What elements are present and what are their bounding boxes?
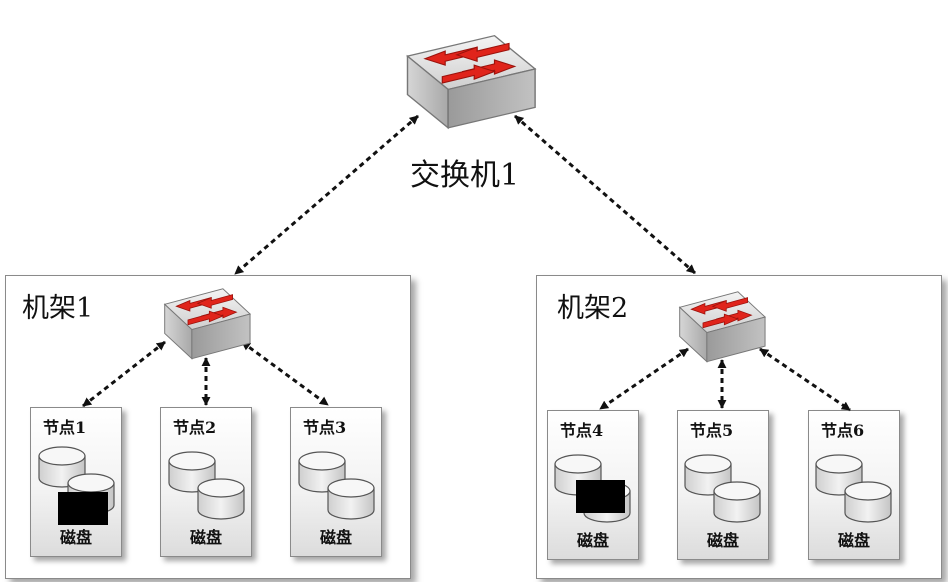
node-3-label: 节点3 [303,418,347,437]
node-2-disk-label: 磁盘 [189,528,222,547]
node-5-disk-icon [684,454,761,523]
network-links [82,114,851,412]
node-4-redaction [576,480,625,513]
link-rack2-node4 [599,347,689,411]
rack-2-switch-icon [679,291,766,363]
rack-1-switch-icon [164,288,251,360]
link-rack1-node3 [241,340,329,407]
node-1-label: 节点1 [43,418,87,437]
node-4-label: 节点4 [560,421,604,440]
node-5-label: 节点5 [690,421,734,440]
link-rack1-node1 [82,340,166,408]
node-6-label: 节点6 [821,421,865,440]
core-switch-icon [406,34,536,129]
node-1-redaction [58,492,108,525]
node-6-disk-label: 磁盘 [837,531,870,550]
node-4-disk-label: 磁盘 [576,531,609,550]
link-rack2-node6 [759,347,851,412]
rack-1-label: 机架1 [22,293,94,324]
node-3-disk-icon [298,451,375,520]
link-core-rack1 [234,114,419,276]
node-2-disk-icon [168,451,245,520]
link-core-rack2 [514,114,696,275]
rack-2-label: 机架2 [557,293,629,324]
node-5-disk-label: 磁盘 [706,531,739,550]
node-3-disk-label: 磁盘 [319,528,352,547]
node-2-label: 节点2 [173,418,217,437]
node-1-disk-label: 磁盘 [59,528,92,547]
core-switch-label: 交换机1 [410,158,520,193]
node-6-disk-icon [815,454,892,523]
